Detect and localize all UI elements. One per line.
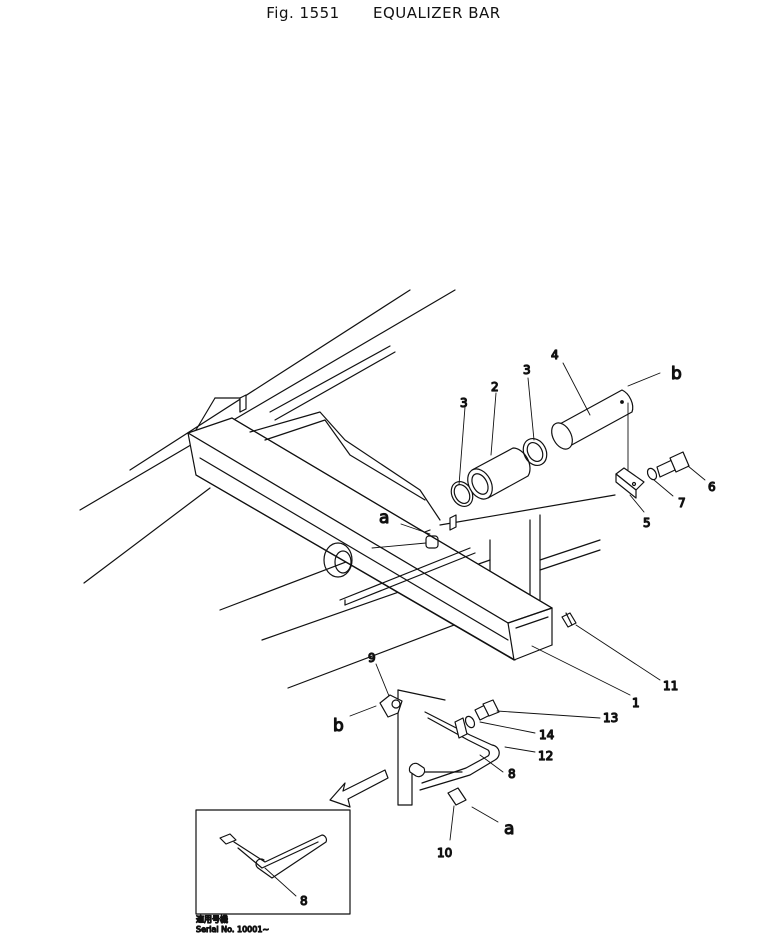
callout-labels: 1 2 3 3 4 5 6 7 8 8 9 10 11 12 13 14 [299, 347, 716, 908]
track-frame [79, 289, 616, 689]
callout-2: 2 [491, 380, 499, 394]
inset-box [195, 809, 351, 915]
reference-markers: a a b b [332, 363, 682, 839]
marker-b-bottom: b [333, 716, 344, 736]
marker-a-top: a [379, 508, 389, 528]
serial-note: 適用号機 Serial No. 10001~ [195, 913, 269, 934]
bushing [467, 447, 531, 500]
equalizer-bar [187, 394, 553, 661]
callout-14: 14 [539, 728, 554, 742]
pin [551, 389, 634, 450]
callout-12: 12 [538, 749, 553, 763]
callout-10: 10 [437, 846, 452, 860]
figure-number: Fig. 1551 [266, 4, 340, 22]
marker-b-top: b [671, 364, 682, 384]
callout-3b: 3 [523, 363, 531, 377]
callout-6: 6 [708, 480, 716, 494]
figure-title: Fig. 1551 EQUALIZER BAR [0, 4, 767, 22]
grease-fitting [561, 612, 577, 628]
lock-washer [646, 467, 658, 481]
lubrication-line-assembly [379, 689, 500, 806]
callout-9: 9 [368, 651, 376, 665]
marker-a-bottom: a [504, 819, 514, 839]
direction-arrow [329, 769, 389, 808]
callout-4: 4 [551, 348, 559, 362]
callout-13: 13 [603, 711, 618, 725]
figure-caption: EQUALIZER BAR [372, 4, 501, 22]
callout-1: 1 [632, 696, 640, 710]
lock-plate [615, 467, 645, 499]
callout-5: 5 [643, 516, 651, 530]
leader-lines [264, 362, 706, 897]
callout-8a: 8 [508, 767, 516, 781]
callout-8b: 8 [300, 894, 308, 908]
callout-3a: 3 [460, 396, 468, 410]
applicable-label: 適用号機 [196, 914, 228, 924]
seal-ring-right [522, 438, 548, 466]
bolt [656, 451, 690, 478]
callout-11: 11 [663, 679, 678, 693]
serial-number: Serial No. 10001~ [196, 925, 269, 934]
callout-7: 7 [678, 496, 686, 510]
